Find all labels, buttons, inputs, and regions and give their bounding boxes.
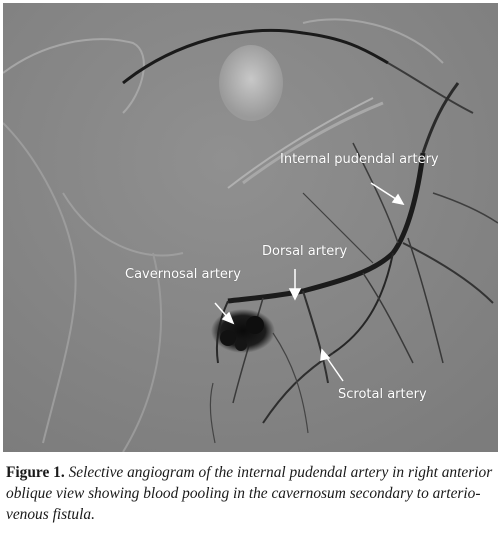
- angiogram-drawing: [3, 3, 498, 452]
- angiogram-image: [3, 3, 498, 452]
- annotation-arrows: [214, 182, 405, 382]
- label-scrotal-artery: Scrotal artery: [338, 387, 427, 402]
- figure-caption-text: Selective angiogram of the internal pude…: [6, 464, 493, 523]
- label-internal-pudendal-artery: Internal pudendal artery: [280, 152, 439, 167]
- figure-caption: Figure 1. Selective angiogram of the int…: [6, 462, 498, 525]
- label-dorsal-artery: Dorsal artery: [262, 244, 348, 259]
- caption-divider: [0, 452, 501, 458]
- figure-number: Figure 1.: [6, 464, 65, 481]
- label-cavernosal-artery: Cavernosal artery: [125, 267, 241, 282]
